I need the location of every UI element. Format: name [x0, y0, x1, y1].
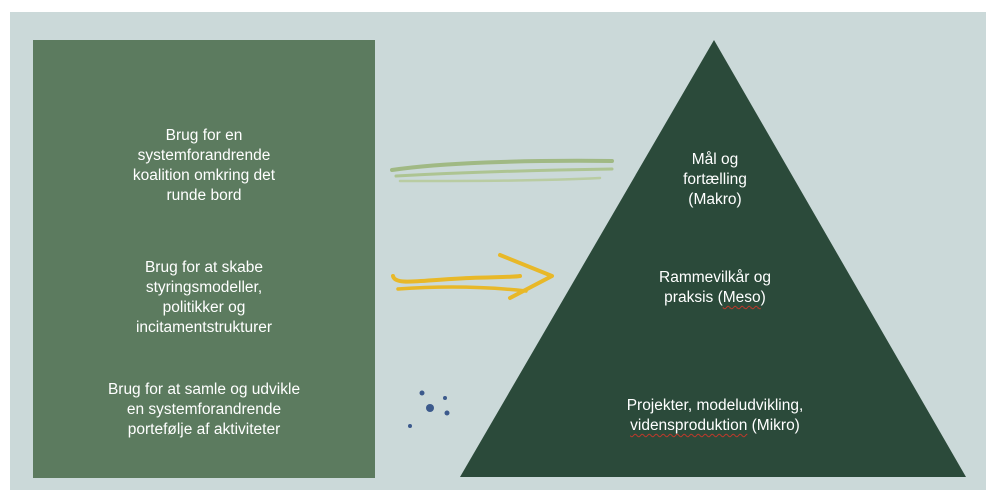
pyramid-level-macro: Mål og fortælling (Makro) — [640, 150, 790, 210]
pyramid-level-micro-line: vidensproduktion (Mikro) — [580, 416, 850, 436]
pyramid-level-meso: Rammevilkår og praksis (Meso) — [590, 268, 840, 308]
green-brush-stroke — [390, 158, 614, 183]
pyramid-level-meso-line: Rammevilkår og — [659, 269, 771, 286]
micro-spellcheck-word: vidensproduktion — [630, 417, 748, 434]
pyramid-level-micro-line: Projekter, modeludvikling, — [626, 397, 804, 414]
decorative-dots — [408, 390, 450, 428]
meso-suffix: ) — [760, 289, 766, 306]
pyramid-level-micro: Projekter, modeludvikling, vidensprodukt… — [580, 396, 850, 436]
left-needs-panel: Brug for en systemforandrende koalition … — [33, 40, 375, 478]
need-governance: Brug for at skabe styringsmodeller, poli… — [33, 258, 375, 338]
need-coalition: Brug for en systemforandrende koalition … — [33, 126, 375, 206]
pyramid-level-macro-line: (Makro) — [688, 191, 742, 208]
pyramid-shape — [460, 40, 966, 477]
meso-spellcheck-word: Meso — [722, 289, 761, 306]
need-governance-line: politikker og — [162, 299, 246, 316]
need-governance-line: incitamentstrukturer — [135, 319, 273, 336]
need-portfolio-line: en systemforandrende — [126, 401, 282, 418]
pyramid-level-macro-line: fortælling — [683, 171, 747, 188]
need-coalition-line: runde bord — [166, 187, 242, 204]
need-governance-line: styringsmodeller, — [145, 279, 263, 296]
need-coalition-line: koalition omkring det — [132, 167, 276, 184]
need-portfolio-line: Brug for at samle og udvikle — [107, 381, 301, 398]
need-coalition-line: systemforandrende — [137, 147, 271, 164]
need-governance-line: Brug for at skabe — [144, 259, 264, 276]
micro-suffix: (Mikro) — [747, 417, 800, 434]
meso-prefix: praksis ( — [664, 289, 723, 306]
pyramid-level-meso-line: praksis (Meso) — [590, 288, 840, 308]
pyramid-level-macro-line: Mål og — [691, 151, 739, 168]
yellow-arrow — [391, 253, 554, 300]
need-coalition-line: Brug for en — [165, 127, 243, 144]
need-portfolio: Brug for at samle og udvikle en systemfo… — [33, 380, 375, 440]
need-portfolio-line: portefølje af aktiviteter — [127, 421, 281, 438]
